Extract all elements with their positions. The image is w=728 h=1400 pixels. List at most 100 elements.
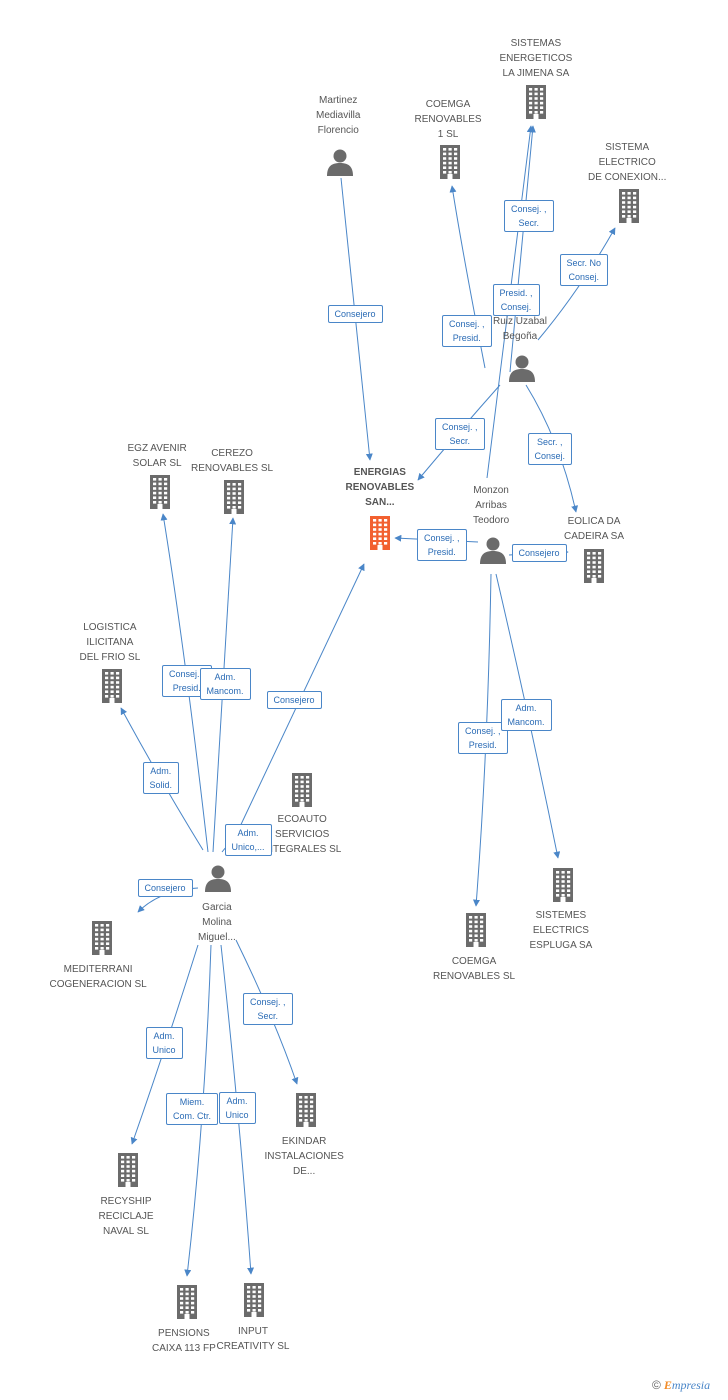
brand-name: mpresia [671, 1378, 711, 1392]
node-sistemes-label[interactable]: SISTEMES ELECTRICS ESPLUGA SA [530, 908, 593, 953]
node-recyship-icon[interactable] [114, 1153, 142, 1187]
node-label-text: INPUT CREATIVITY SL [216, 1326, 290, 1352]
node-ecoauto-label[interactable]: ECOAUTO SERVICIOS INTEGRALES SL [263, 812, 341, 857]
node-mediterrani-icon[interactable] [88, 921, 116, 955]
building-icon [150, 475, 170, 509]
edge-label-monzon-to-sistemas_jimena[interactable]: Consej. , Secr. [504, 200, 554, 232]
node-monzon-label[interactable]: Monzon Arribas Teodoro [473, 483, 509, 528]
node-coemga-label[interactable]: COEMGA RENOVABLES SL [433, 954, 515, 984]
node-cerezo-icon[interactable] [220, 480, 248, 514]
person-icon [509, 355, 535, 382]
edge-label-garcia-to-energias[interactable]: Consejero [266, 691, 322, 709]
building-icon [118, 1153, 138, 1187]
node-label-text: EKINDAR INSTALACIONES DE... [264, 1136, 344, 1177]
node-label-text: SISTEMA ELECTRICO DE CONEXION... [588, 142, 667, 183]
node-sistema_electrico-label[interactable]: SISTEMA ELECTRICO DE CONEXION... [588, 140, 666, 185]
edge-label-garcia-to-recyship[interactable]: Adm. Unico [145, 1027, 183, 1059]
edge-label-ruiz-to-energias[interactable]: Consej. , Secr. [435, 418, 485, 450]
edge-label-monzon-to-sistemes[interactable]: Adm. Mancom. [500, 699, 552, 731]
building-icon [466, 913, 486, 947]
edge-label-garcia-to-ecoauto[interactable]: Adm. Unico,... [224, 824, 272, 856]
edge-label-garcia-to-ekindar[interactable]: Consej. , Secr. [243, 993, 293, 1025]
node-ruiz-label[interactable]: Ruiz Uzabal Begoña [493, 314, 547, 344]
edge-ruiz-to-sistema_electrico [537, 227, 616, 341]
edge-label-garcia-to-logistica[interactable]: Adm. Solid. [142, 762, 180, 794]
edge-label-ruiz-to-sistema_electrico[interactable]: Secr. No Consej. [559, 254, 609, 286]
node-sistema_electrico-icon[interactable] [615, 189, 643, 223]
building-icon [292, 773, 312, 807]
node-energias-label[interactable]: ENERGIAS RENOVABLES SAN... [346, 465, 415, 510]
node-ekindar-icon[interactable] [292, 1093, 320, 1127]
node-martinez-icon[interactable] [326, 148, 354, 176]
node-label-text: EGZ AVENIR SOLAR SL [127, 443, 187, 469]
building-icon [224, 480, 244, 514]
building-icon [296, 1093, 316, 1127]
building-icon [244, 1283, 264, 1317]
person-icon [205, 865, 231, 892]
node-label-text: ECOAUTO SERVICIOS INTEGRALES SL [263, 814, 342, 855]
node-label-text: Martinez Mediavilla Florencio [316, 95, 361, 136]
node-coemga1-label[interactable]: COEMGA RENOVABLES 1 SL [415, 97, 482, 142]
edge-label-monzon-to-coemga[interactable]: Consej. , Presid. [458, 722, 508, 754]
person-icon [480, 537, 506, 564]
edge-label-ruiz-to-coemga1[interactable]: Consej. , Presid. [442, 315, 492, 347]
empresia-logo: ©Empresia [652, 1378, 710, 1393]
edge-label-garcia-to-input[interactable]: Adm. Unico [218, 1092, 256, 1124]
building-icon [370, 516, 390, 550]
edge-label-garcia-to-cerezo[interactable]: Adm. Mancom. [199, 668, 251, 700]
node-sistemas_jimena-label[interactable]: SISTEMAS ENERGETICOS LA JIMENA SA [500, 36, 573, 81]
building-icon [102, 669, 122, 703]
building-icon [92, 921, 112, 955]
node-sistemas_jimena-icon[interactable] [522, 85, 550, 119]
node-logistica-label[interactable]: LOGISTICA ILICITANA DEL FRIO SL [80, 620, 141, 665]
copyright-symbol: © [652, 1378, 661, 1392]
edge-label-monzon-to-energias[interactable]: Consej. , Presid. [417, 529, 467, 561]
edge-label-monzon-to-eolica[interactable]: Consejero [511, 544, 567, 562]
node-label-text: EOLICA DA CADEIRA SA [564, 516, 625, 542]
node-ruiz-icon[interactable] [508, 354, 536, 382]
node-label-text: Monzon Arribas Teodoro [473, 485, 510, 526]
node-martinez-label[interactable]: Martinez Mediavilla Florencio [316, 93, 360, 138]
building-icon [553, 868, 573, 902]
edge-ruiz-to-sistemas_jimena [509, 125, 536, 373]
edge-label-ruiz-to-eolica[interactable]: Secr. , Consej. [527, 433, 573, 465]
node-sistemes-icon[interactable] [549, 868, 577, 902]
node-label-text: Ruiz Uzabal Begoña [493, 316, 547, 342]
node-logistica-icon[interactable] [98, 669, 126, 703]
node-garcia-label[interactable]: Garcia Molina Miguel... [198, 900, 236, 945]
node-label-text: MEDITERRANI COGENERACION SL [49, 964, 147, 990]
node-label-text: LOGISTICA ILICITANA DEL FRIO SL [79, 622, 141, 663]
node-input-label[interactable]: INPUT CREATIVITY SL [217, 1324, 290, 1354]
building-icon [440, 145, 460, 179]
node-mediterrani-label[interactable]: MEDITERRANI COGENERACION SL [50, 962, 147, 992]
node-pensions-label[interactable]: PENSIONS CAIXA 113 FP [152, 1326, 216, 1356]
node-pensions-icon[interactable] [173, 1285, 201, 1319]
node-ecoauto-icon[interactable] [288, 773, 316, 807]
brand-initial: E [663, 1378, 672, 1392]
node-coemga-icon[interactable] [462, 913, 490, 947]
node-ekindar-label[interactable]: EKINDAR INSTALACIONES DE... [265, 1134, 344, 1179]
node-egz-icon[interactable] [146, 475, 174, 509]
edge-label-martinez-to-energias[interactable]: Consejero [327, 305, 383, 323]
edge-garcia-to-cerezo [212, 517, 237, 853]
building-icon [619, 189, 639, 223]
node-coemga1-icon[interactable] [436, 145, 464, 179]
node-cerezo-label[interactable]: CEREZO RENOVABLES SL [191, 446, 273, 476]
edge-label-garcia-to-mediterrani[interactable]: Consejero [137, 879, 193, 897]
node-eolica-icon[interactable] [580, 549, 608, 583]
node-eolica-label[interactable]: EOLICA DA CADEIRA SA [564, 514, 624, 544]
node-label-text: COEMGA RENOVABLES 1 SL [414, 99, 482, 140]
node-label-text: CEREZO RENOVABLES SL [191, 448, 274, 474]
edge-label-garcia-to-pensions[interactable]: Miem. Com. Ctr. [166, 1093, 219, 1125]
building-icon [584, 549, 604, 583]
node-monzon-icon[interactable] [479, 536, 507, 564]
node-energias-icon[interactable] [366, 516, 394, 550]
building-icon [177, 1285, 197, 1319]
node-label-text: SISTEMES ELECTRICS ESPLUGA SA [529, 910, 593, 951]
node-input-icon[interactable] [240, 1283, 268, 1317]
node-label-text: COEMGA RENOVABLES SL [433, 956, 516, 982]
node-garcia-icon[interactable] [204, 864, 232, 892]
node-egz-label[interactable]: EGZ AVENIR SOLAR SL [128, 441, 187, 471]
edge-label-ruiz-to-sistemas_jimena[interactable]: Presid. , Consej. [492, 284, 540, 316]
node-recyship-label[interactable]: RECYSHIP RECICLAJE NAVAL SL [99, 1194, 154, 1239]
